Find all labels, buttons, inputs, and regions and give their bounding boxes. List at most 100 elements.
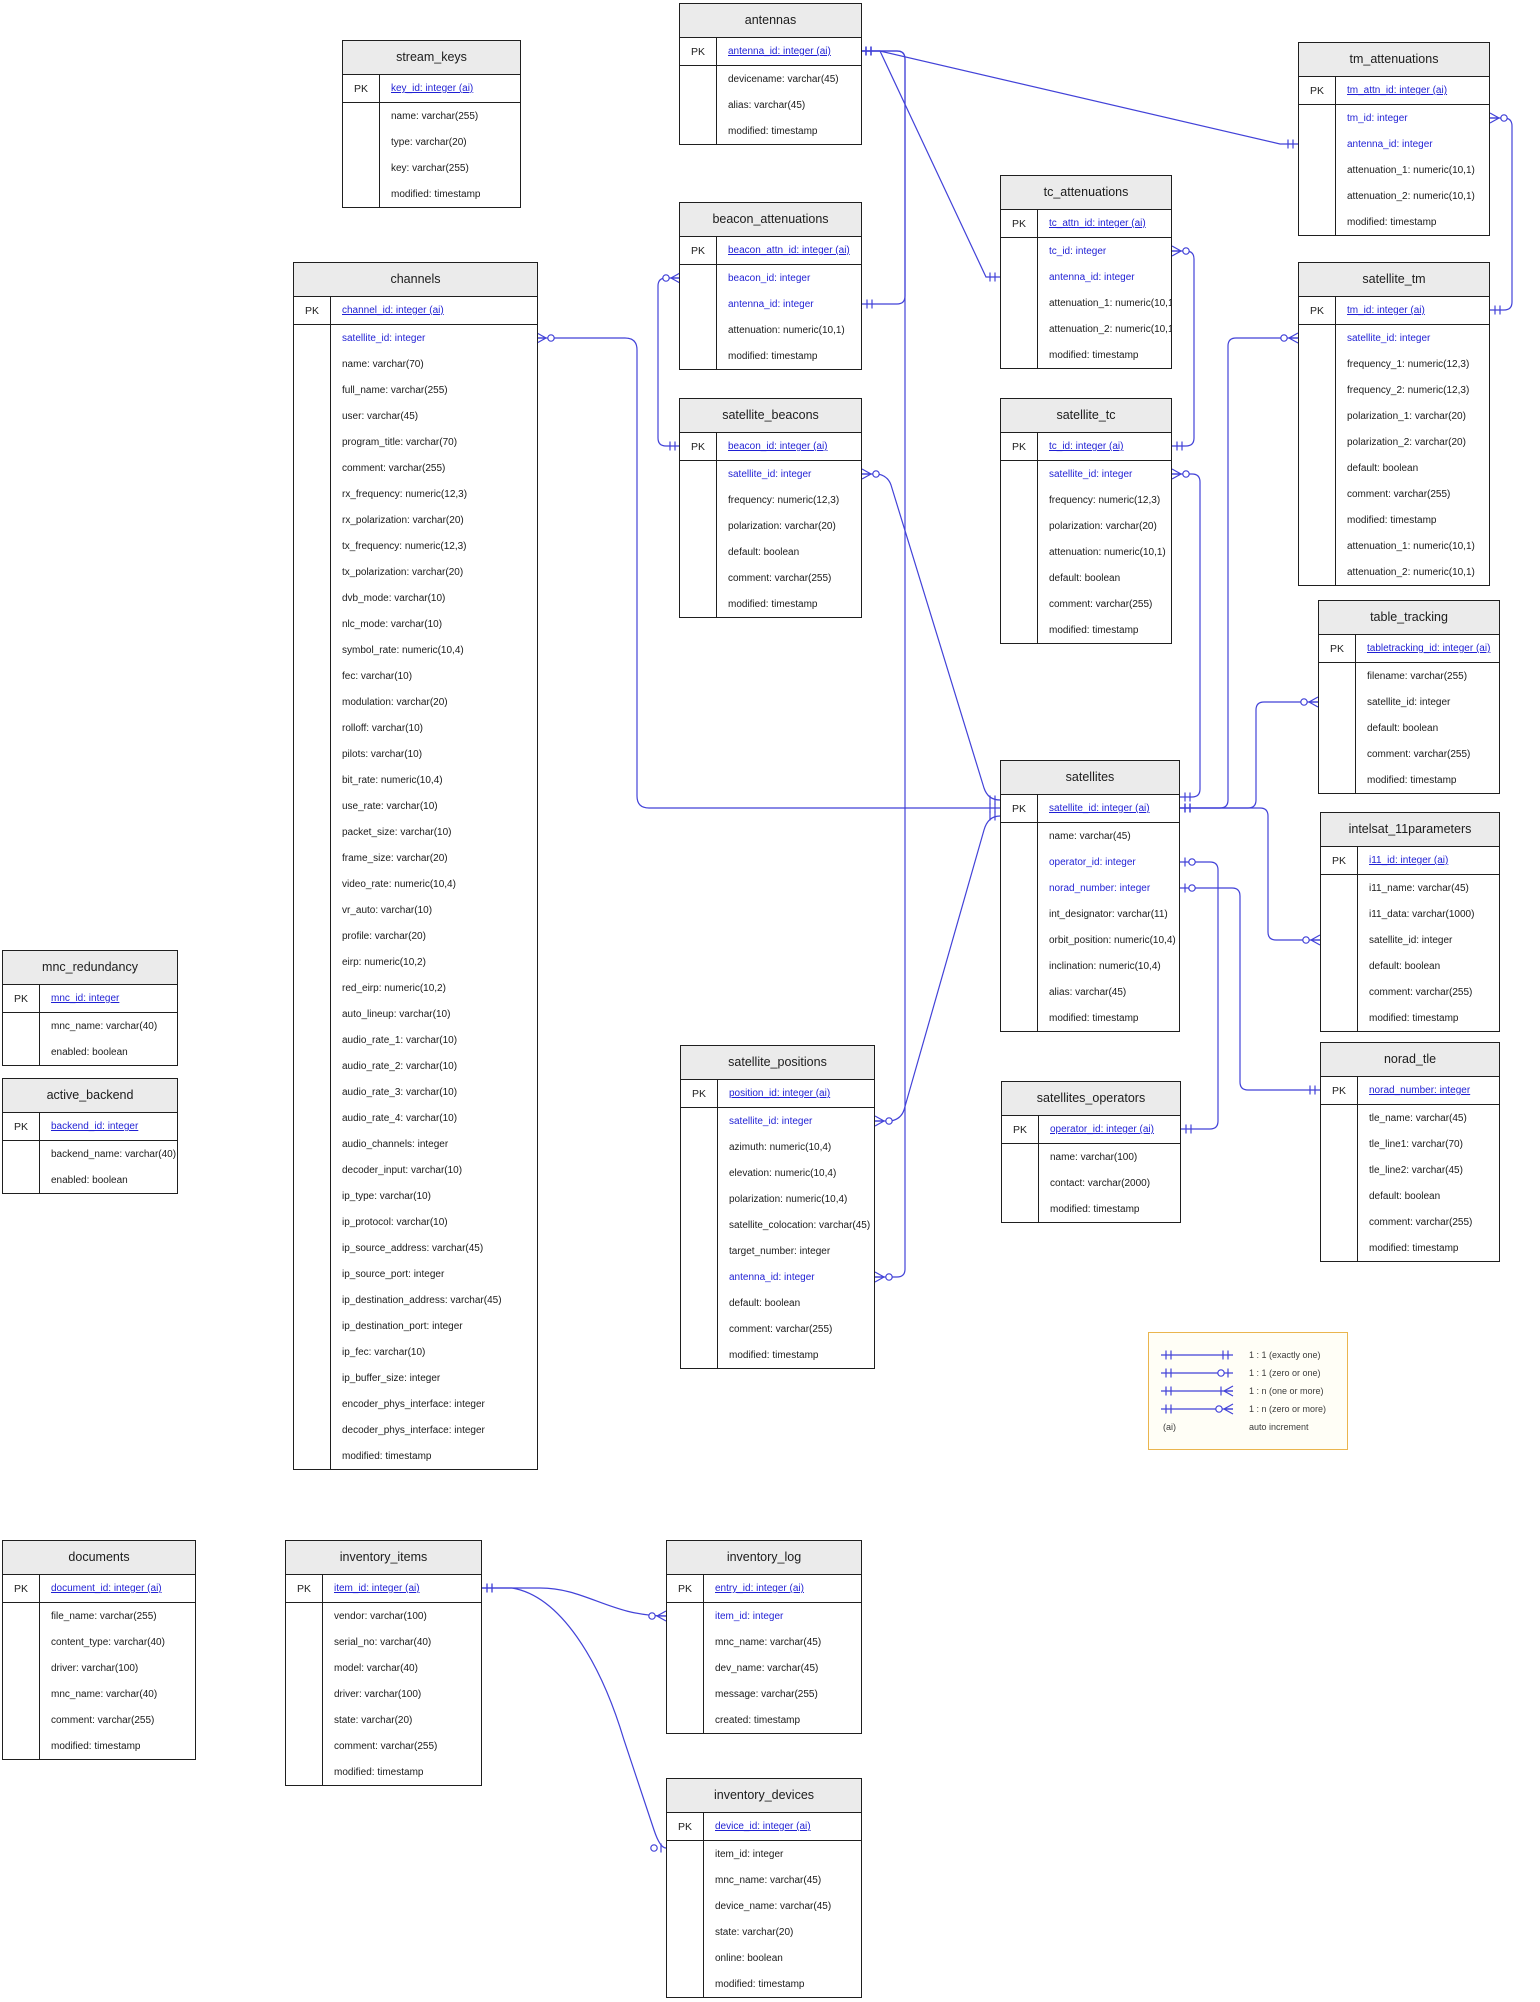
- field-row: nlc_mode: varchar(10): [294, 611, 537, 637]
- pk-gutter: [294, 1079, 331, 1105]
- field-comment: comment: varchar(255): [1367, 748, 1471, 760]
- pk-gutter: [343, 103, 380, 129]
- field-row: modified: timestamp: [1321, 1235, 1499, 1261]
- pk-badge: PK: [1001, 210, 1038, 237]
- field-polarization_1: polarization_1: varchar(20): [1347, 410, 1466, 422]
- field-profile: profile: varchar(20): [342, 930, 426, 942]
- legend-ai-row: (ai)auto increment: [1155, 1418, 1341, 1436]
- field-row: contact: varchar(2000): [1002, 1170, 1180, 1196]
- cardinality-circle: [1188, 884, 1196, 892]
- field-comment: comment: varchar(255): [1369, 986, 1473, 998]
- field-antenna_id: antenna_id: integer: [729, 1271, 815, 1283]
- field-row: ip_source_address: varchar(45): [294, 1235, 537, 1261]
- field-rolloff: rolloff: varchar(10): [342, 722, 423, 734]
- field-default: default: boolean: [728, 546, 800, 558]
- pk-gutter: [1299, 131, 1336, 157]
- pk-gutter: [1321, 979, 1358, 1005]
- field-row: satellite_id: integer: [1299, 325, 1489, 351]
- cardinality-circle: [885, 1117, 893, 1125]
- table-title: documents: [3, 1541, 195, 1575]
- table-title: satellites: [1001, 761, 1179, 795]
- field-polarization_2: polarization_2: varchar(20): [1347, 436, 1466, 448]
- cardinality-glyph-circle_crow: [1489, 112, 1501, 124]
- cardinality-glyph-hash2: [1185, 1124, 1192, 1134]
- field-row: modified: timestamp: [1002, 1196, 1180, 1222]
- cardinality-circle: [1300, 698, 1308, 706]
- pk-gutter: [680, 565, 717, 591]
- pk-gutter: [1299, 429, 1336, 455]
- field-audio_rate_4: audio_rate_4: varchar(10): [342, 1112, 458, 1124]
- field-comment: comment: varchar(255): [334, 1740, 438, 1752]
- pk-gutter: [294, 1131, 331, 1157]
- field-row: operator_id: integer: [1001, 849, 1179, 875]
- cardinality-glyph-hash2: [1287, 139, 1294, 149]
- field-row: frame_size: varchar(20): [294, 845, 537, 871]
- field-beacon_id: beacon_id: integer: [728, 272, 811, 284]
- field-tx_frequency: tx_frequency: numeric(12,3): [342, 540, 467, 552]
- field-attenuation_1: attenuation_1: numeric(10,1): [1347, 164, 1475, 176]
- field-row: inclination: numeric(10,4): [1001, 953, 1179, 979]
- field-row: modulation: varchar(20): [294, 689, 537, 715]
- pk-gutter: [343, 181, 380, 207]
- field-row: devicename: varchar(45): [680, 66, 861, 92]
- pk-gutter: [294, 949, 331, 975]
- field-row: mnc_name: varchar(45): [667, 1867, 861, 1893]
- field-ip_destination_port: ip_destination_port: integer: [342, 1320, 463, 1332]
- legend-label: 1 : n (one or more): [1249, 1386, 1324, 1396]
- cardinality-glyph-hash2: [1494, 305, 1501, 315]
- pk-gutter: [1001, 617, 1038, 643]
- field-row: modified: timestamp: [680, 591, 861, 617]
- field-row: default: boolean: [1319, 715, 1499, 741]
- pk-gutter: [1321, 1157, 1358, 1183]
- cardinality-glyph-circle_crow: [1171, 245, 1183, 257]
- field-beacon_attn_id: beacon_attn_id: integer (ai): [728, 245, 850, 256]
- pk-badge: PK: [3, 1113, 40, 1140]
- table-title: satellite_positions: [681, 1046, 874, 1080]
- pk-badge: PK: [667, 1813, 704, 1840]
- pk-gutter: [1001, 823, 1038, 849]
- field-driver: driver: varchar(100): [51, 1662, 139, 1674]
- relationship-antennas-satellite_positions: [861, 50, 906, 1278]
- field-modified: modified: timestamp: [342, 1450, 432, 1462]
- field-row: modified: timestamp: [1321, 1005, 1499, 1031]
- pk-badge: PK: [680, 237, 717, 264]
- pk-gutter: [1319, 767, 1356, 793]
- cardinality-glyph-circle_crow: [669, 272, 681, 284]
- field-row: comment: varchar(255): [681, 1316, 874, 1342]
- field-row: audio_rate_4: varchar(10): [294, 1105, 537, 1131]
- field-comment: comment: varchar(255): [51, 1714, 155, 1726]
- field-user: user: varchar(45): [342, 410, 419, 422]
- field-mnc_name: mnc_name: varchar(40): [51, 1688, 158, 1700]
- field-modified: modified: timestamp: [728, 598, 818, 610]
- legend-box: 1 : 1 (exactly one)1 : 1 (zero or one)1 …: [1148, 1332, 1348, 1450]
- field-row: attenuation_2: numeric(10,1): [1299, 559, 1489, 585]
- field-row: name: varchar(45): [1001, 823, 1179, 849]
- pk-gutter: [680, 265, 717, 291]
- field-contact: contact: varchar(2000): [1050, 1177, 1151, 1189]
- field-enabled: enabled: boolean: [51, 1046, 128, 1058]
- field-default: default: boolean: [1369, 1190, 1441, 1202]
- field-row: tx_polarization: varchar(20): [294, 559, 537, 585]
- field-row: modified: timestamp: [3, 1733, 195, 1759]
